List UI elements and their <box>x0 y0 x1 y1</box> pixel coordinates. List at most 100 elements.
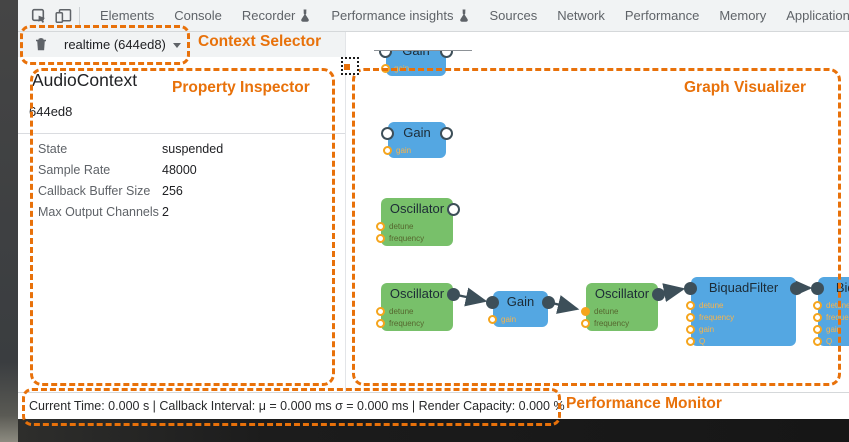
tab-list: Elements Console Recorder Performance insig… <box>100 0 849 31</box>
property-row: State suspended <box>38 138 338 159</box>
inspect-icon[interactable] <box>27 4 51 28</box>
tab-performance-insights[interactable]: Performance insights <box>331 0 469 31</box>
param-row: Q <box>813 335 833 347</box>
graph-clip-edge <box>374 50 472 51</box>
param-label: frequency <box>594 318 630 328</box>
property-label: Callback Buffer Size <box>38 183 151 198</box>
panel-divider <box>345 32 346 392</box>
oscillator-3-node[interactable]: Oscillator detune frequency <box>581 283 665 331</box>
property-value: suspended <box>162 141 224 156</box>
graph-visualizer-annotation-label: Graph Visualizer <box>684 79 807 96</box>
chevron-down-icon <box>172 43 181 48</box>
param-label: Q <box>826 336 833 346</box>
param-row: gain <box>686 323 714 335</box>
node-title: BiquadFilter <box>708 280 779 295</box>
node-title: Oscillator <box>389 201 445 216</box>
input-port <box>811 282 824 295</box>
property-value: 2 <box>162 204 169 219</box>
context-selector-value: realtime (644ed8) <box>64 37 166 52</box>
context-selector-dropdown[interactable]: realtime (644ed8) <box>64 37 181 52</box>
param-port <box>686 312 695 322</box>
input-port <box>381 127 394 140</box>
property-label: State <box>38 141 68 156</box>
tab-application[interactable]: Application <box>786 7 849 23</box>
param-label: gain <box>396 145 412 155</box>
divider <box>18 133 345 134</box>
graph-edge <box>456 287 488 307</box>
node-title: Oscillator <box>389 286 445 301</box>
tab-recorder[interactable]: Recorder <box>242 0 311 31</box>
devtools-tab-bar: Elements Console Recorder Performance insig… <box>18 0 849 32</box>
annotation-corner-handle <box>341 57 359 75</box>
param-row: frequency <box>686 311 734 323</box>
param-label: gain <box>394 63 410 73</box>
desktop-background <box>18 419 849 442</box>
param-port <box>686 300 695 310</box>
param-label: frequency <box>826 312 849 322</box>
param-row: detune <box>376 305 414 317</box>
param-row: frequency <box>581 317 630 329</box>
param-label: frequency <box>389 318 425 328</box>
trash-icon[interactable] <box>29 33 53 57</box>
param-port <box>686 336 695 346</box>
param-label: detune <box>594 306 619 316</box>
output-port <box>447 288 460 301</box>
output-port <box>790 282 803 295</box>
context-selector-annotation-label: Context Selector <box>198 33 322 50</box>
param-port <box>376 233 385 243</box>
device-toolbar-icon[interactable] <box>51 4 75 28</box>
performance-monitor-annotation-label: Performance Monitor <box>566 395 722 412</box>
node-title: Gain <box>506 294 535 309</box>
param-port <box>381 63 390 73</box>
toolbar-divider <box>79 6 80 25</box>
graph-clip-mask <box>346 32 849 50</box>
flask-icon <box>301 9 310 22</box>
performance-status-bar: Current Time: 0.000 s | Callback Interva… <box>18 392 849 419</box>
property-label: Sample Rate <box>38 162 111 177</box>
param-port <box>686 324 695 334</box>
param-port <box>813 324 822 334</box>
param-row: gain <box>383 144 412 156</box>
tab-sources[interactable]: Sources <box>489 7 538 23</box>
input-port <box>486 296 499 309</box>
param-row: detune <box>813 299 849 311</box>
graph-visualizer-panel: GaingainGaingainOscillatordetunefrequenc… <box>346 32 849 392</box>
param-label: Q <box>699 336 706 346</box>
property-inspector-annotation-label: Property Inspector <box>172 79 310 96</box>
param-row: frequency <box>376 232 424 244</box>
context-toolbar: realtime (644ed8) <box>18 32 345 57</box>
oscillator-2-node[interactable]: Oscillator detune frequency <box>376 283 460 331</box>
param-port <box>813 336 822 346</box>
param-port <box>488 314 497 324</box>
param-label: detune <box>389 306 414 316</box>
output-port <box>440 127 453 140</box>
audio-context-title: AudioContext <box>32 70 138 90</box>
param-label: detune <box>699 300 724 310</box>
graph-edge <box>661 283 686 303</box>
tab-elements[interactable]: Elements <box>100 7 155 23</box>
param-port <box>581 318 590 328</box>
tab-network[interactable]: Network <box>557 7 605 23</box>
performance-stats: Current Time: 0.000 s | Callback Interva… <box>29 399 565 413</box>
tab-performance[interactable]: Performance <box>624 7 700 23</box>
param-row: detune <box>581 305 619 317</box>
param-port <box>581 306 590 316</box>
tab-console[interactable]: Console <box>174 7 222 23</box>
param-row: gain <box>813 323 841 335</box>
param-row: detune <box>376 220 414 232</box>
param-port <box>383 145 392 155</box>
param-label: detune <box>389 221 414 231</box>
param-row: Q <box>686 335 706 347</box>
param-row: frequency <box>813 311 849 323</box>
param-port <box>813 312 822 322</box>
tab-memory[interactable]: Memory <box>719 7 767 23</box>
node-title: Oscillator <box>594 286 650 301</box>
